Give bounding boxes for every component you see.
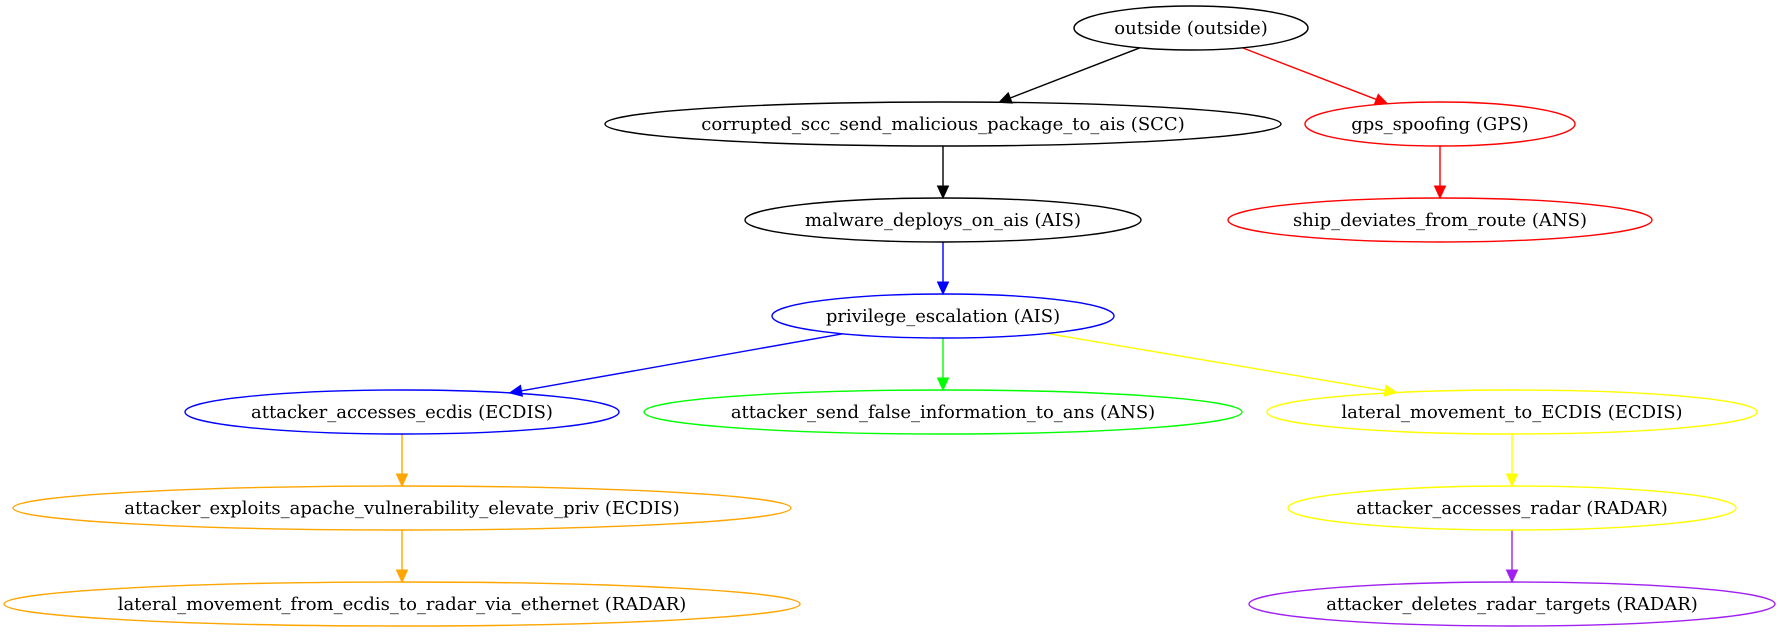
node-ellipse [1287, 485, 1737, 531]
edge-arrowhead [936, 185, 950, 200]
node-label: ship_deviates_from_route (ANS) [1293, 210, 1587, 231]
edge-arrowhead [936, 281, 950, 296]
node-gps: gps_spoofing (GPS) [1304, 101, 1576, 147]
nodes-layer: outside (outside) corrupted_scc_send_mali… [3, 5, 1776, 627]
edge-arrowhead [395, 569, 409, 584]
edge-arrowhead [936, 377, 950, 392]
edge-line [1046, 332, 1386, 392]
edge-line [521, 333, 843, 392]
edge-arrowhead [1505, 473, 1519, 488]
node-ellipse [604, 101, 1282, 147]
edge-arrowhead [1505, 569, 1519, 584]
node-apache: attacker_exploits_apache_vulnerability_e… [12, 485, 792, 531]
node-ellipse [12, 485, 792, 531]
edge-privesc-to-falseinfo [936, 338, 950, 392]
edge-radar-to-deletes [1505, 530, 1519, 584]
node-label: corrupted_scc_send_malicious_package_to_… [701, 114, 1184, 135]
node-ellipse [1266, 389, 1758, 435]
node-ellipse [1227, 197, 1653, 243]
node-ellipse [3, 581, 801, 627]
node-label: attacker_send_false_information_to_ans (… [731, 402, 1155, 423]
edge-arrowhead [1433, 185, 1447, 200]
node-lateral_ecdis: lateral_movement_to_ECDIS (ECDIS) [1266, 389, 1758, 435]
node-deviates: ship_deviates_from_route (ANS) [1227, 197, 1653, 243]
node-ellipse [1248, 581, 1776, 627]
node-radar: attacker_accesses_radar (RADAR) [1287, 485, 1737, 531]
node-label: malware_deploys_on_ais (AIS) [805, 210, 1081, 231]
node-ellipse [744, 197, 1142, 243]
edge-gps-to-deviates [1433, 146, 1447, 200]
node-label: gps_spoofing (GPS) [1351, 114, 1528, 135]
node-ellipse [771, 293, 1115, 339]
node-label: attacker_accesses_ecdis (ECDIS) [251, 402, 553, 423]
node-corrupted: corrupted_scc_send_malicious_package_to_… [604, 101, 1282, 147]
edge-arrowhead [1383, 384, 1399, 397]
node-ellipse [643, 389, 1243, 435]
node-label: attacker_accesses_radar (RADAR) [1356, 498, 1668, 519]
edge-line [1009, 47, 1141, 99]
node-outside: outside (outside) [1073, 5, 1309, 51]
edge-outside-to-corrupted [997, 47, 1141, 104]
edge-privesc-to-ecdis [508, 333, 843, 397]
node-ecdis: attacker_accesses_ecdis (ECDIS) [184, 389, 620, 435]
node-ellipse [184, 389, 620, 435]
edge-line [1242, 47, 1377, 101]
edge-malware-to-privesc [936, 242, 950, 296]
edge-outside-to-gps [1242, 47, 1389, 106]
edge-arrowhead [1373, 93, 1389, 106]
edge-lateral_ecdis-to-radar [1505, 434, 1519, 488]
edge-ecdis-to-apache [395, 434, 409, 488]
edge-privesc-to-lateral_ecdis [1046, 332, 1399, 397]
node-ellipse [1073, 5, 1309, 51]
edge-arrowhead [997, 91, 1013, 104]
node-label: lateral_movement_from_ecdis_to_radar_via… [118, 594, 687, 615]
node-deletes: attacker_deletes_radar_targets (RADAR) [1248, 581, 1776, 627]
edge-corrupted-to-malware [936, 146, 950, 200]
node-label: outside (outside) [1114, 18, 1267, 39]
edge-arrowhead [508, 384, 524, 397]
node-lateral_radar: lateral_movement_from_ecdis_to_radar_via… [3, 581, 801, 627]
node-label: attacker_deletes_radar_targets (RADAR) [1326, 594, 1698, 615]
node-falseinfo: attacker_send_false_information_to_ans (… [643, 389, 1243, 435]
node-label: attacker_exploits_apache_vulnerability_e… [124, 498, 679, 519]
node-malware: malware_deploys_on_ais (AIS) [744, 197, 1142, 243]
node-ellipse [1304, 101, 1576, 147]
edge-arrowhead [395, 473, 409, 488]
node-label: privilege_escalation (AIS) [826, 306, 1060, 327]
node-privesc: privilege_escalation (AIS) [771, 293, 1115, 339]
node-label: lateral_movement_to_ECDIS (ECDIS) [1341, 402, 1682, 423]
edge-apache-to-lateral_radar [395, 530, 409, 584]
